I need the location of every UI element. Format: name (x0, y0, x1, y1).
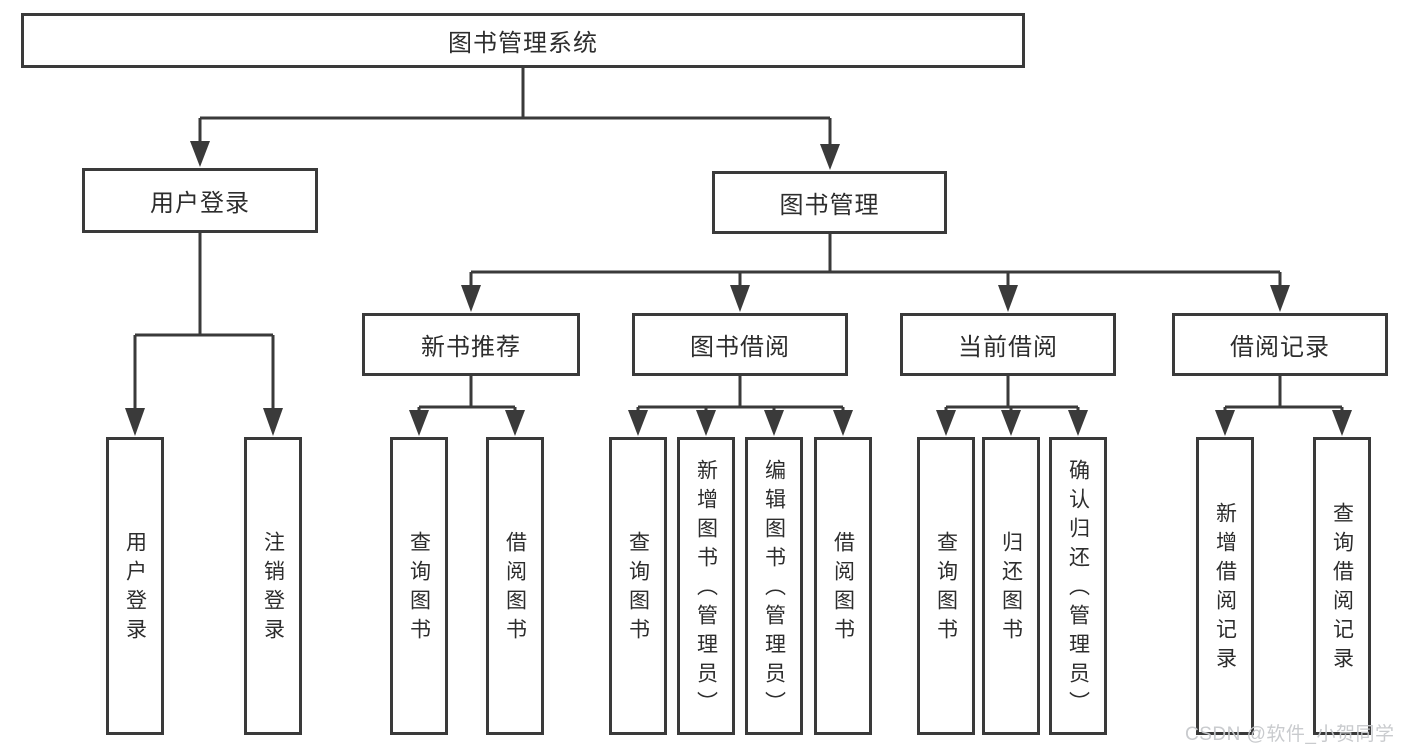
arrowhead-leaf-bb-edit (764, 410, 784, 436)
leaf-user-login: 用户登录 (106, 437, 164, 735)
watermark: CSDN @软件_小贺同学 (1185, 724, 1395, 745)
arrowhead-leaf-bb-query (628, 410, 648, 436)
arrowhead-leaf-cb-query (936, 410, 956, 436)
leaf-br-query-record: 查询借阅记录 (1313, 437, 1371, 735)
arrowhead-leaf-bb-borrow (833, 410, 853, 436)
node-borrow-records: 借阅记录 (1172, 313, 1388, 376)
arrowhead-leaf-bb-add (696, 410, 716, 436)
node-book-management: 图书管理 (712, 171, 947, 234)
arrowhead-leaf-br-query (1332, 410, 1352, 436)
arrowhead-leaf-login (125, 408, 145, 436)
leaf-bb-borrow-books: 借阅图书 (814, 437, 872, 735)
arrowhead-book-management (820, 144, 840, 170)
arrowhead-leaf-logout (263, 408, 283, 436)
arrowhead-book-borrow (730, 285, 750, 312)
arrowhead-user-login (190, 141, 210, 167)
arrowhead-new-book (461, 285, 481, 312)
node-new-book-recommend: 新书推荐 (362, 313, 580, 376)
arrowhead-current-borrow (998, 285, 1018, 312)
arrowhead-leaf-nb-borrow (505, 410, 525, 436)
leaf-cb-confirm-return-admin: 确认归还（管理员） (1049, 437, 1107, 735)
arrowhead-leaf-br-add (1215, 410, 1235, 436)
node-root: 图书管理系统 (21, 13, 1025, 68)
leaf-nb-borrow-books: 借阅图书 (486, 437, 544, 735)
leaf-bb-edit-books-admin: 编辑图书（管理员） (745, 437, 803, 735)
node-book-borrow: 图书借阅 (632, 313, 848, 376)
leaf-nb-query-books: 查询图书 (390, 437, 448, 735)
leaf-cb-return-books: 归还图书 (982, 437, 1040, 735)
arrowhead-leaf-nb-query (409, 410, 429, 436)
leaf-logout: 注销登录 (244, 437, 302, 735)
leaf-bb-add-books-admin: 新增图书（管理员） (677, 437, 735, 735)
node-user-login: 用户登录 (82, 168, 318, 233)
node-current-borrow: 当前借阅 (900, 313, 1116, 376)
arrowhead-leaf-cb-return (1001, 410, 1021, 436)
arrowhead-leaf-cb-confirm (1068, 410, 1088, 436)
leaf-bb-query-books: 查询图书 (609, 437, 667, 735)
leaf-br-add-record: 新增借阅记录 (1196, 437, 1254, 735)
arrowhead-borrow-records (1270, 285, 1290, 312)
leaf-cb-query-books: 查询图书 (917, 437, 975, 735)
